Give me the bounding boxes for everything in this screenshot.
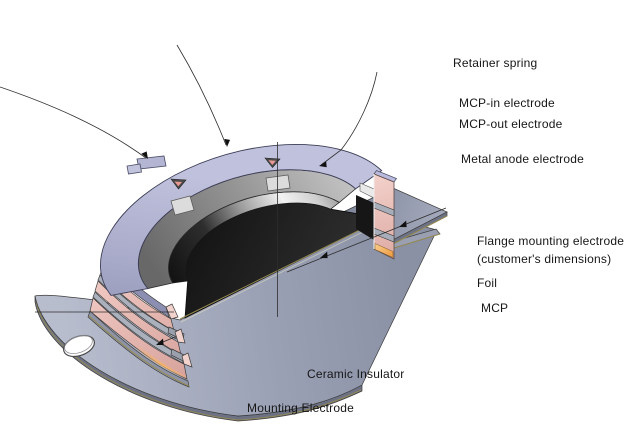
stack-base-plate bbox=[87, 310, 190, 388]
foil-glow bbox=[117, 330, 187, 379]
label-metal-anode-electrode: Metal anode electrode bbox=[461, 152, 584, 166]
clamp-tabs bbox=[170, 174, 291, 216]
label-flange-mounting-note: (customer's dimensions) bbox=[477, 252, 611, 266]
flange-hole-rim bbox=[64, 335, 93, 354]
flange-bottom-gold-edge bbox=[35, 300, 362, 421]
stack-base-gold-edge bbox=[88, 315, 190, 387]
part-labels: Retainer spring MCP-in electrode MCP-out… bbox=[247, 56, 624, 415]
label-mcp-out-electrode: MCP-out electrode bbox=[459, 117, 563, 131]
diagonal-section-line bbox=[286, 207, 447, 273]
section-arrow-1 bbox=[399, 220, 407, 228]
ring-tab-arm bbox=[136, 155, 167, 170]
ceramic-cut-face-1 bbox=[165, 303, 179, 320]
spring-clip-top-inner bbox=[268, 160, 276, 165]
section-lines bbox=[156, 142, 447, 346]
clamp-tab-top bbox=[265, 174, 291, 192]
spring-clip-left-inner bbox=[174, 181, 182, 187]
section-arrow-3 bbox=[156, 338, 164, 346]
leader-to-retainer-area bbox=[176, 44, 227, 146]
upper-plate-gold-edge bbox=[388, 215, 448, 247]
clamp-tab-left bbox=[170, 195, 195, 216]
label-foil: Foil bbox=[477, 276, 497, 290]
leader-arrow-3 bbox=[319, 161, 327, 168]
label-mounting-electrode: Mounting Electrode bbox=[247, 401, 354, 415]
electrode-separator-1 bbox=[97, 274, 177, 340]
electrode-separator-2 bbox=[92, 291, 184, 364]
lavender-ring-tab bbox=[126, 155, 167, 175]
foil-cut-edge bbox=[180, 221, 384, 323]
ceramic-cut-face-2 bbox=[174, 328, 186, 344]
chrome-cut-face bbox=[359, 182, 375, 199]
mounting-electrode-flange bbox=[34, 215, 438, 422]
mcp-in-retainer-ring bbox=[100, 143, 383, 296]
cut-section-column bbox=[356, 170, 398, 260]
label-retainer-spring: Retainer spring bbox=[453, 56, 537, 70]
bowl-cut-step-dark bbox=[356, 195, 374, 240]
section-arrow-2 bbox=[320, 251, 328, 259]
leader-to-ring-tab bbox=[0, 86, 147, 159]
column-foil-strip bbox=[374, 243, 394, 258]
leader-arrow-2 bbox=[224, 138, 231, 147]
retainer-spring-clips bbox=[170, 157, 281, 190]
ceramic-insulator-stack bbox=[87, 255, 193, 388]
label-mcp: MCP bbox=[481, 301, 508, 315]
label-flange-mounting-electrode: Flange mounting electrode bbox=[477, 234, 624, 248]
leader-to-gray-ring bbox=[320, 71, 378, 166]
ring-tab-step bbox=[126, 163, 142, 175]
ceramic-cut-face-3 bbox=[181, 352, 193, 368]
anode-cut-gold-edge bbox=[179, 218, 383, 320]
leader-arrow-1 bbox=[141, 151, 148, 159]
ring-annuli bbox=[100, 143, 383, 296]
leader-lines bbox=[0, 44, 378, 168]
label-mcp-in-electrode: MCP-in electrode bbox=[459, 96, 555, 110]
label-ceramic-insulator: Ceramic Insulator bbox=[307, 367, 404, 381]
flange-top-face bbox=[34, 215, 438, 417]
